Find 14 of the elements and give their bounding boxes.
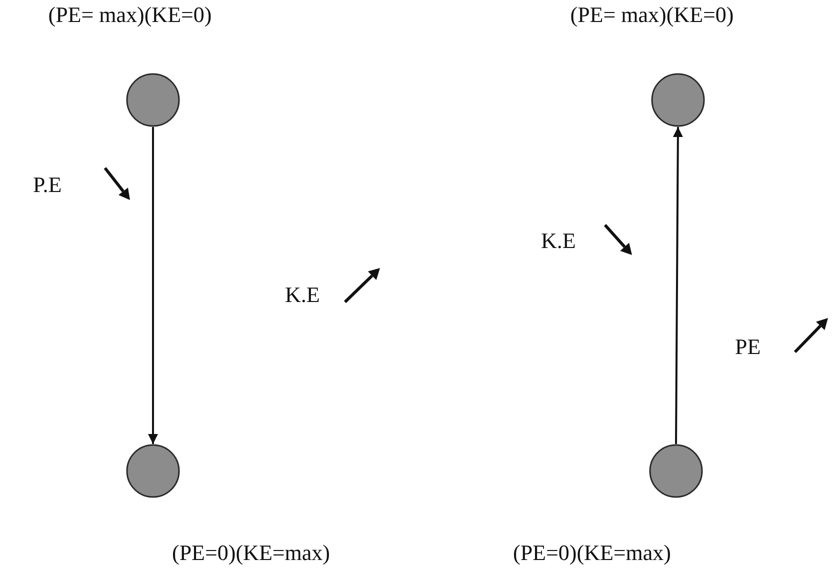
ball-circle	[126, 73, 180, 127]
ball-circle	[651, 73, 705, 127]
energy-label: K.E	[285, 282, 320, 308]
energy-label: PE	[735, 334, 761, 360]
arrow	[672, 127, 683, 444]
energy-state-label: (PE=0)(KE=max)	[172, 540, 330, 566]
energy-state-label: (PE= max)(KE=0)	[48, 2, 212, 28]
ball-circle	[649, 444, 703, 498]
energy-label: P.E	[33, 172, 62, 198]
arrow	[148, 127, 158, 444]
ball-circle	[126, 444, 180, 498]
energy-label: K.E	[541, 228, 576, 254]
energy-state-label: (PE=0)(KE=max)	[513, 540, 671, 566]
energy-state-label: (PE= max)(KE=0)	[570, 2, 734, 28]
